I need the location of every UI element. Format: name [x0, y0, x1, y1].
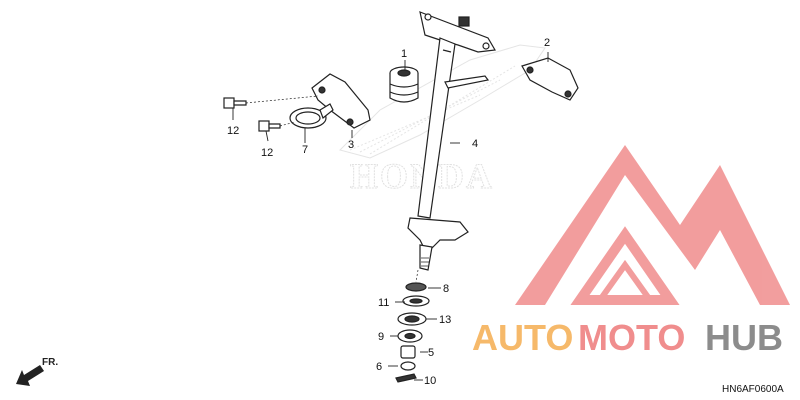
- diagram-code: HN6AF0600A: [722, 384, 784, 395]
- watermark-moto: MOTO: [578, 317, 685, 358]
- bushing-part: [389, 66, 419, 103]
- watermark-auto: AUTO: [472, 317, 573, 358]
- holder-cap-part: [521, 57, 579, 101]
- callout-11[interactable]: 11: [378, 297, 389, 309]
- bracket-part: [311, 73, 371, 129]
- callout-7[interactable]: 7: [302, 144, 308, 156]
- callout-5[interactable]: 5: [428, 347, 434, 359]
- callout-6[interactable]: 6: [376, 361, 382, 373]
- callout-10[interactable]: 10: [424, 375, 436, 387]
- callout-13[interactable]: 13: [439, 314, 451, 326]
- callout-4[interactable]: 4: [472, 138, 478, 150]
- callout-12-lower[interactable]: 12: [261, 147, 273, 159]
- callout-8[interactable]: 8: [443, 283, 449, 295]
- watermark-logo: [515, 145, 790, 305]
- callout-12-upper[interactable]: 12: [227, 125, 239, 137]
- front-label: FR.: [42, 357, 58, 368]
- front-direction-arrow: FR.: [16, 357, 58, 386]
- watermark-hub: HUB: [705, 317, 783, 358]
- dashed-guides: [245, 95, 419, 283]
- callout-1[interactable]: 1: [401, 48, 407, 60]
- watermark-text: AUTO MOTO HUB: [472, 317, 783, 358]
- clamp-part: [289, 103, 334, 129]
- bolt-part: [223, 97, 281, 132]
- leader-lines: [232, 52, 549, 381]
- callout-3[interactable]: 3: [348, 139, 354, 151]
- steering-shaft-part: [407, 11, 496, 271]
- bearing-stack: [395, 282, 430, 383]
- callout-2[interactable]: 2: [544, 37, 550, 49]
- callout-9[interactable]: 9: [378, 331, 384, 343]
